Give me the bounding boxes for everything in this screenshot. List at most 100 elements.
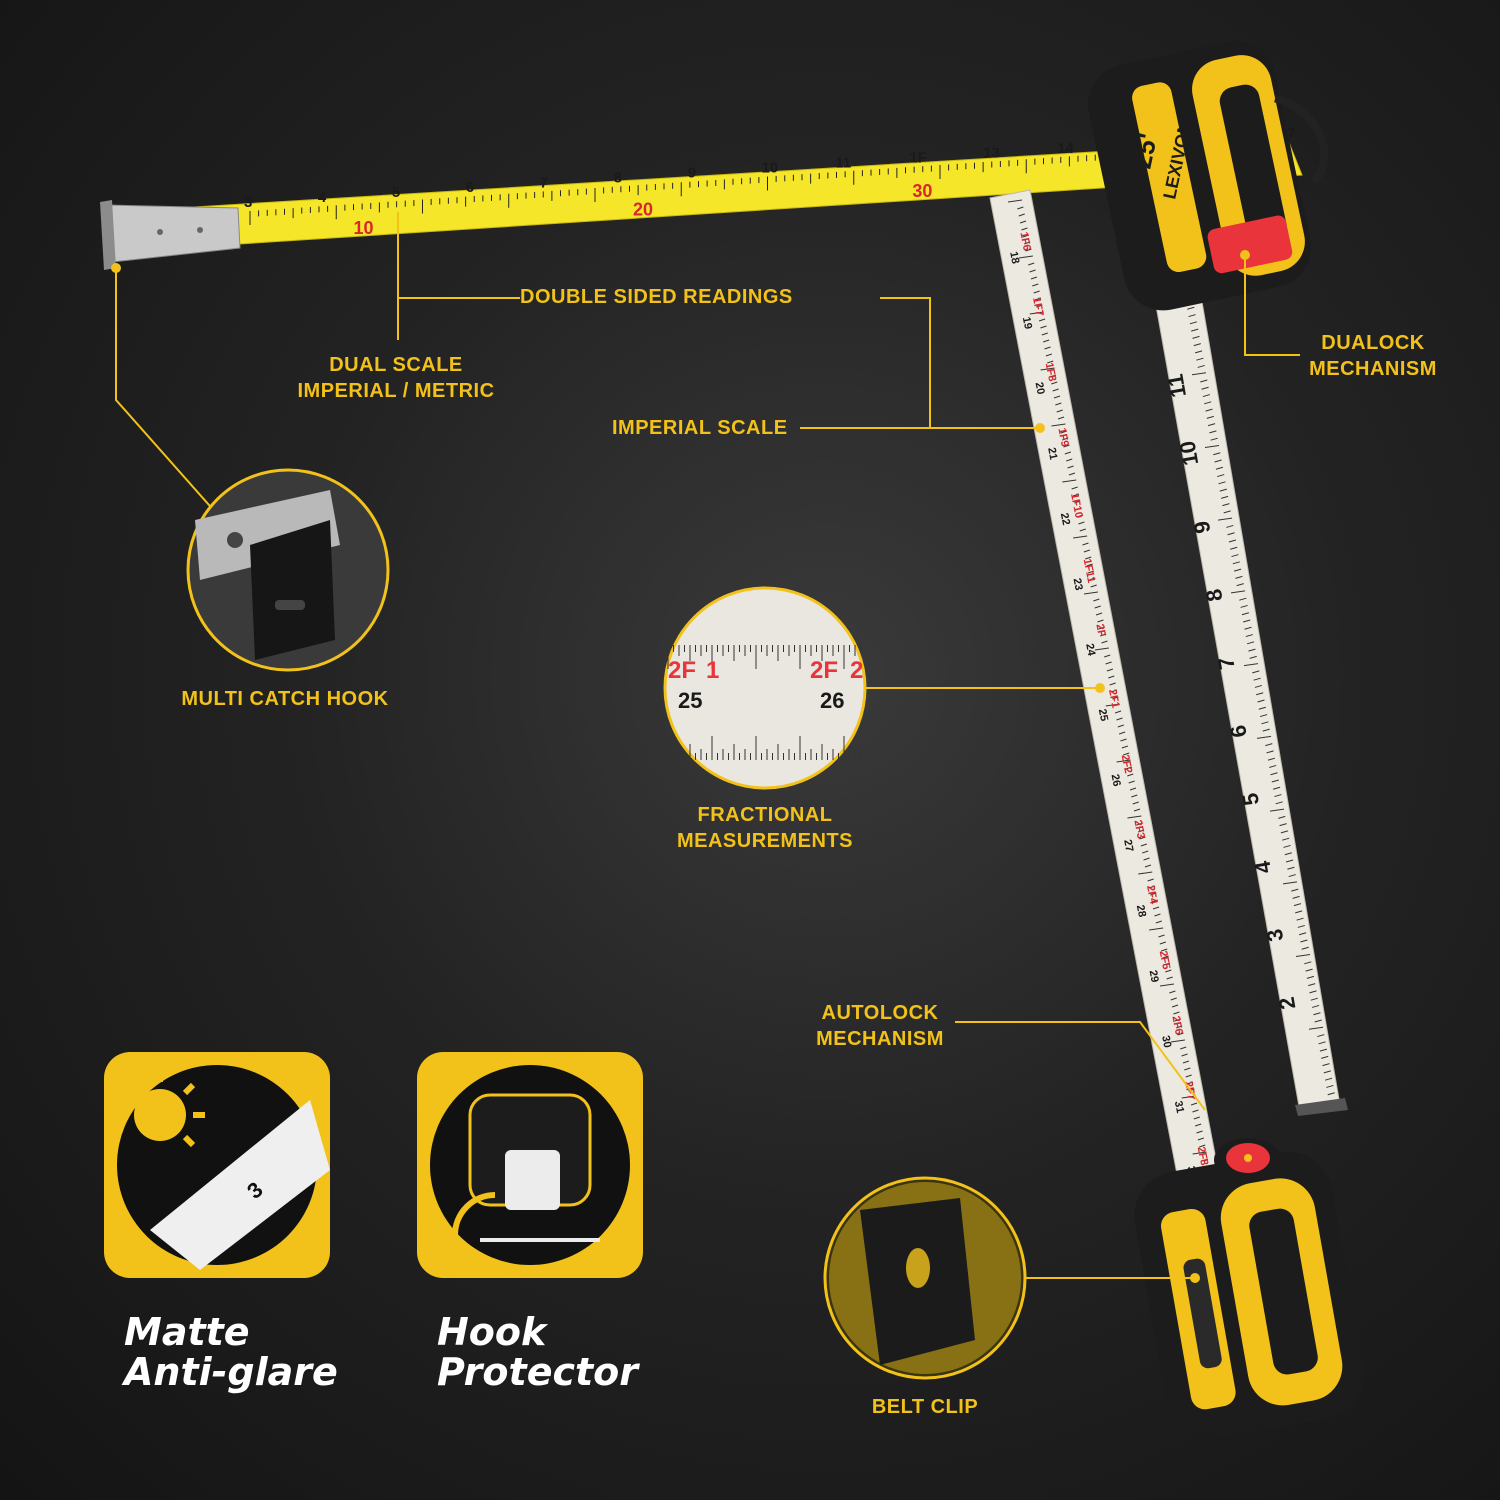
tick <box>1296 917 1304 921</box>
autolock-line-1: AUTOLOCK <box>821 1002 939 1024</box>
tick <box>1127 773 1134 777</box>
white-inch-number: 22 <box>1058 512 1072 526</box>
zoom-mark-2f-a: 2F <box>668 657 696 684</box>
tick <box>1191 328 1199 332</box>
tick <box>1192 335 1200 339</box>
tick <box>1036 304 1043 308</box>
tick <box>1284 852 1292 856</box>
tick <box>1185 1074 1192 1078</box>
tick <box>1295 954 1311 958</box>
tick <box>1244 626 1252 630</box>
tick <box>1063 444 1070 448</box>
tick <box>1062 479 1077 483</box>
tick <box>1243 619 1251 623</box>
tick <box>1161 948 1168 952</box>
tick <box>1095 612 1103 616</box>
tick <box>1152 906 1160 910</box>
tick <box>1301 946 1309 950</box>
tick <box>1322 1063 1330 1067</box>
double-sided-readings-label: DOUBLE SIDED READINGS <box>520 286 793 308</box>
tick <box>1066 458 1073 462</box>
tick <box>1121 745 1129 749</box>
tick <box>1117 724 1124 728</box>
tick <box>1265 743 1273 747</box>
tick <box>1187 306 1195 310</box>
tick <box>1323 1070 1331 1074</box>
tick <box>1028 262 1035 266</box>
tick <box>1132 801 1139 805</box>
tick <box>1321 1055 1329 1059</box>
white-inch-number: 28 <box>1134 904 1148 918</box>
tick <box>1209 430 1217 434</box>
tick <box>1127 815 1142 819</box>
white-inch-number: 31 <box>1172 1100 1186 1114</box>
tick <box>1256 692 1264 696</box>
yellow-inch-number: 4 <box>318 189 327 206</box>
tick <box>1204 444 1220 448</box>
tick <box>1204 401 1212 405</box>
tick <box>1226 524 1234 528</box>
tick <box>1230 590 1246 594</box>
tick <box>1280 830 1289 834</box>
white-inch-number: 24 <box>1083 643 1097 658</box>
tick <box>1169 990 1176 994</box>
tick <box>1162 955 1169 959</box>
tick <box>1256 735 1272 739</box>
tick <box>1254 684 1263 688</box>
tick <box>1108 675 1115 679</box>
tick <box>1083 591 1099 595</box>
tick <box>1252 670 1260 674</box>
tick <box>1305 968 1313 972</box>
yellow-inch-number: 5 <box>392 184 400 201</box>
housing-size-text: 25' <box>1127 131 1164 172</box>
tick <box>1201 1158 1209 1162</box>
tick <box>1253 677 1261 681</box>
tick <box>1180 1046 1187 1050</box>
tick <box>1085 556 1092 560</box>
tick <box>1182 1060 1190 1064</box>
tick <box>1319 1048 1328 1052</box>
matte-line-2: Anti-glare <box>124 1350 338 1394</box>
fractional-measurements-label: FRACTIONAL MEASUREMENTS <box>665 802 865 854</box>
tick <box>1051 381 1058 385</box>
tick <box>1029 311 1044 315</box>
tick <box>1170 1039 1185 1043</box>
tick <box>1064 451 1072 455</box>
tick <box>1138 871 1153 875</box>
tape-housing-bottom <box>1134 1151 1364 1439</box>
tick <box>1144 864 1152 868</box>
tick <box>1215 466 1224 470</box>
fractional-zoom: 2F 1 25 2F 2 26 <box>663 586 867 790</box>
white-feet-mark: 1F10 <box>1068 492 1085 519</box>
dualock-line-1: DUALOCK <box>1321 332 1425 354</box>
tick <box>1261 721 1269 725</box>
tick <box>1246 641 1255 645</box>
white-inch-number: 18 <box>1007 251 1021 265</box>
tick <box>1120 738 1127 742</box>
tick <box>1044 346 1051 350</box>
tick <box>1326 1084 1334 1088</box>
tick <box>1076 514 1084 518</box>
tick <box>1116 717 1123 721</box>
tick <box>1151 899 1158 903</box>
tick <box>1093 598 1100 602</box>
tick <box>1057 416 1065 420</box>
fractional-line-1: FRACTIONAL <box>697 804 833 826</box>
yellow-inch-number: 7 <box>540 174 548 191</box>
zoom-mark-2: 2 <box>850 657 863 684</box>
tick <box>1201 386 1209 390</box>
tick <box>1053 395 1061 399</box>
tick <box>1029 269 1036 273</box>
tick <box>1193 1116 1200 1120</box>
tick <box>1207 423 1216 427</box>
yellow-cm-number: 30 <box>912 181 932 201</box>
tick <box>1079 528 1086 532</box>
zoom-mark-2f-b: 2F <box>810 657 838 684</box>
tick <box>1082 542 1089 546</box>
tick <box>1041 332 1048 336</box>
sun-icon <box>115 1070 205 1148</box>
tick <box>1248 648 1256 652</box>
multi-catch-hook-label: MULTI CATCH HOOK <box>181 688 389 710</box>
tick <box>1019 220 1027 224</box>
